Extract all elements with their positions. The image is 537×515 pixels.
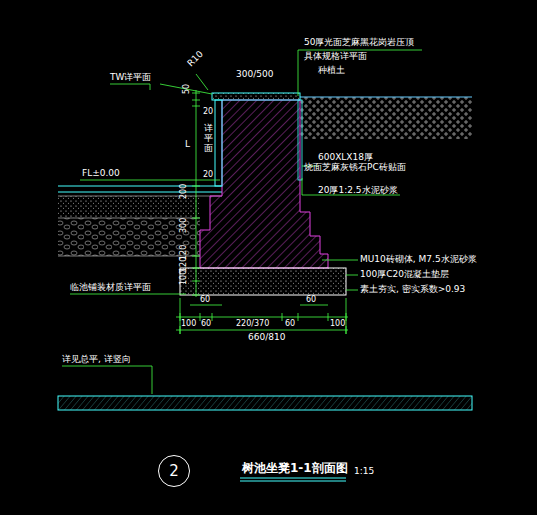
annotation-label: 60 (285, 320, 295, 329)
annotation-label: 1:15 (354, 467, 374, 477)
annotation-label: 300 (180, 218, 189, 233)
annotation-label: TW详平面 (110, 73, 151, 83)
title-underline (240, 478, 346, 481)
annotation-label: 100 (180, 270, 189, 285)
annotation-label: 60 (201, 320, 211, 329)
brick-wall (200, 100, 328, 268)
annotation-label: 详平面 (204, 124, 213, 154)
annotation-label: 详见总平, 详竖向 (62, 355, 131, 365)
annotation-label: 烧面芝麻灰锈石PC砖贴面 (304, 163, 406, 173)
annotation-label: 300/500 (236, 70, 273, 80)
annotation-label: 600XLX18厚 (318, 153, 373, 163)
annotation-label: 素土夯实, 密实系数>0.93 (360, 285, 465, 295)
annotation-label: 60 (200, 296, 210, 305)
annotation-label: 具体规格详平面 (304, 52, 367, 62)
annotation-label: 种植土 (318, 66, 345, 76)
paving (58, 186, 222, 256)
annotation-label: 50 (183, 84, 192, 94)
annotation-label: 60 (306, 296, 316, 305)
concrete-footing (180, 268, 346, 295)
annotation-label: 100 (330, 320, 345, 329)
callout-number: 2 (169, 463, 179, 480)
annotation-label: L (185, 140, 190, 150)
annotation-label: 20厚1:2.5水泥砂浆 (318, 186, 398, 196)
annotation-label: 临池铺装材质详平面 (70, 283, 151, 293)
annotation-label: 200 (180, 184, 189, 199)
annotation-label: 220/370 (236, 320, 269, 329)
annotation-label: 120 (180, 257, 189, 272)
section-number-circle: 2 (158, 455, 190, 487)
annotation-label: FL±0.00 (82, 169, 120, 179)
annotation-label: R10 (186, 49, 206, 69)
ground-band (58, 396, 472, 410)
dimension-lines (176, 90, 348, 334)
soil (300, 97, 472, 139)
leader-lines (62, 50, 422, 394)
annotation-label: 660/810 (248, 333, 285, 343)
annotation-label: 100厚C20混凝土垫层 (360, 270, 449, 280)
annotation-label: 20 (203, 171, 213, 180)
annotation-label: 50厚光面芝麻黑花岗岩压顶 (304, 38, 414, 48)
drawing-title: 树池坐凳1-1剖面图 (242, 462, 348, 475)
granite-cap (212, 93, 300, 100)
annotation-label: MU10砖砌体, M7.5水泥砂浆 (360, 255, 477, 265)
annotation-label: 100 (181, 320, 196, 329)
annotation-label: 20 (203, 108, 213, 117)
